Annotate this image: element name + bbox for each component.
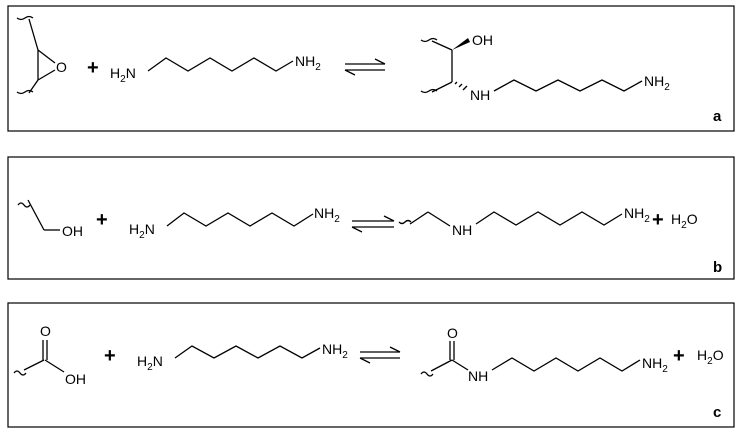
plus-sign: + [96, 209, 108, 231]
diamine-structure: H2N NH2 [129, 205, 340, 241]
water-label: H2O [671, 211, 698, 231]
secondary-amine-label: NH [452, 222, 472, 238]
amine-right-label: NH2 [295, 53, 321, 73]
wavy-bond [17, 202, 31, 208]
amine-left-label: H2N [137, 353, 163, 373]
panel-label-a: a [713, 108, 722, 125]
equilibrium-arrow [344, 58, 386, 76]
amine-right-label: NH2 [322, 341, 348, 361]
plus-sign: + [104, 345, 116, 367]
wavy-bond-bottom [420, 88, 438, 94]
hydroxyl-label: OH [65, 371, 86, 387]
amide-oxygen: O [447, 325, 458, 341]
panel-b-frame [7, 156, 735, 280]
wavy-bond [13, 370, 27, 376]
plus-sign: + [652, 209, 664, 231]
diamine-structure: H2N NH2 [110, 53, 321, 85]
equilibrium-arrow [359, 346, 401, 364]
amide-nh-label: NH [468, 368, 488, 384]
amino-alcohol-product: OH NH NH2 [420, 32, 670, 103]
panel-c: O OH + H2N NH2 O NH NH2 + H2 [7, 302, 735, 428]
epoxide-oxygen: O [56, 59, 67, 75]
amine-left-label: H2N [110, 65, 136, 85]
hydroxyl-label: OH [62, 223, 83, 239]
panel-label-c: c [713, 404, 721, 421]
hashed-bond-nh [454, 81, 468, 91]
panel-b: OH + H2N NH2 NH NH2 + H2O b [7, 156, 735, 280]
amine-end-label: NH2 [624, 205, 650, 225]
secondary-amine-product: NH NH2 [398, 205, 650, 238]
panel-a: O + H2N NH2 OH [7, 5, 735, 132]
wavy-bond-top [420, 37, 438, 43]
panel-c-frame [7, 302, 735, 428]
plus-sign: + [87, 57, 99, 79]
epoxide-structure: O [16, 15, 67, 95]
carbonyl-oxygen: O [40, 323, 51, 339]
amine-end-label: NH2 [644, 73, 670, 93]
wavy-bond [398, 219, 412, 225]
wavy-bond-top [16, 15, 34, 21]
plus-sign: + [673, 345, 685, 367]
wavy-bond [420, 371, 434, 377]
secondary-amine-label: NH [470, 87, 490, 103]
amine-end-label: NH2 [642, 355, 668, 375]
wedge-bond-oh [452, 38, 470, 50]
carboxylic-acid-structure: O OH [13, 323, 86, 387]
panel-a-frame [7, 5, 735, 132]
alcohol-structure: OH [17, 199, 83, 239]
panel-label-b: b [713, 259, 722, 276]
equilibrium-arrow [351, 215, 395, 233]
water-label: H2O [697, 347, 724, 367]
diamine-structure: H2N NH2 [137, 341, 348, 373]
amide-product: O NH NH2 [420, 325, 668, 384]
amine-left-label: H2N [129, 221, 155, 241]
amine-right-label: NH2 [314, 205, 340, 225]
hydroxyl-label: OH [472, 32, 493, 48]
